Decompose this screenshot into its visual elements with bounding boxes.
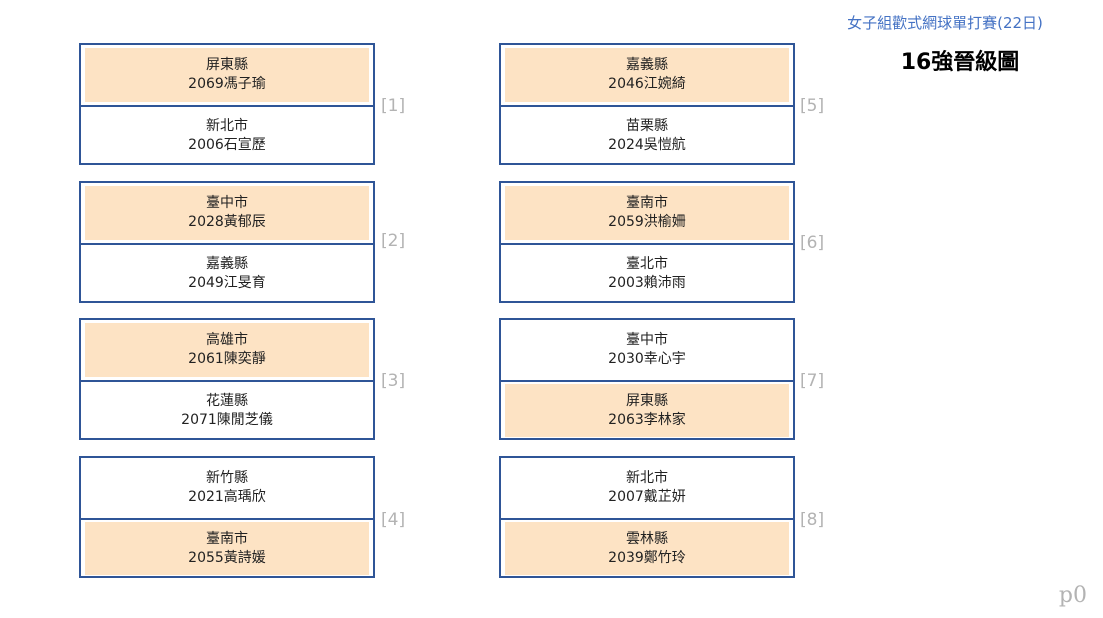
player-label: 2030幸心宇	[608, 351, 686, 367]
county-label: 高雄市	[206, 332, 248, 348]
match-8-top-slot: 新北市 2007戴芷妍	[501, 458, 793, 518]
player-label: 2049江旻育	[188, 274, 266, 291]
county-label: 新北市	[206, 117, 248, 134]
winner-highlight	[85, 48, 369, 102]
county-label: 嘉義縣	[206, 255, 248, 272]
match-5-bottom-slot: 苗栗縣 2024吳愷航	[501, 106, 793, 165]
match-divider	[81, 243, 373, 245]
county-label: 臺中市	[626, 332, 668, 348]
match-divider	[81, 105, 373, 107]
match-box-3: 高雄市 2061陳奕靜 花蓮縣 2071陳閒芝儀	[79, 318, 375, 440]
match-label-4: [4]	[381, 510, 406, 530]
event-subtitle: 女子組歡式網球單打賽(22日)	[847, 14, 1043, 32]
winner-highlight	[85, 186, 369, 240]
match-2-top-slot: 臺中市 2028黃郁辰	[81, 183, 373, 243]
match-box-4: 新竹縣 2021高瑀欣 臺南市 2055黃詩媛	[79, 456, 375, 578]
county-label: 屏東縣	[206, 57, 248, 73]
match-6-top-slot: 臺南市 2059洪榆姍	[501, 183, 793, 243]
winner-highlight	[85, 323, 369, 377]
match-3-top-slot: 高雄市 2061陳奕靜	[81, 320, 373, 380]
match-4-bottom-slot: 臺南市 2055黃詩媛	[81, 519, 373, 578]
player-label: 2046江婉綺	[608, 76, 686, 92]
winner-highlight	[505, 384, 789, 437]
player-label: 2007戴芷妍	[608, 489, 686, 505]
match-1-bottom-slot: 新北市 2006石宣歷	[81, 106, 373, 165]
match-label-8: [8]	[800, 510, 825, 530]
player-label: 2071陳閒芝儀	[181, 411, 273, 428]
match-label-6: [6]	[800, 233, 825, 253]
page-number: p0	[1058, 583, 1087, 608]
match-box-6: 臺南市 2059洪榆姍 臺北市 2003賴沛雨	[499, 181, 795, 303]
match-7-top-slot: 臺中市 2030幸心宇	[501, 320, 793, 380]
county-label: 新北市	[626, 470, 668, 486]
player-label: 2006石宣歷	[188, 136, 266, 153]
player-label: 2028黃郁辰	[188, 214, 266, 230]
match-divider	[81, 380, 373, 382]
match-8-bottom-slot: 雲林縣 2039鄭竹玲	[501, 519, 793, 578]
match-label-5: [5]	[800, 96, 825, 116]
match-box-5: 嘉義縣 2046江婉綺 苗栗縣 2024吳愷航	[499, 43, 795, 165]
winner-highlight	[85, 522, 369, 575]
match-box-2: 臺中市 2028黃郁辰 嘉義縣 2049江旻育	[79, 181, 375, 303]
match-divider	[501, 518, 793, 520]
county-label: 臺南市	[626, 195, 668, 211]
winner-highlight	[505, 48, 789, 102]
player-label: 2069馮子瑜	[188, 76, 266, 92]
match-6-bottom-slot: 臺北市 2003賴沛雨	[501, 244, 793, 303]
match-1-top-slot: 屏東縣 2069馮子瑜	[81, 45, 373, 105]
match-label-2: [2]	[381, 231, 406, 251]
county-label: 嘉義縣	[626, 57, 668, 73]
match-label-7: [7]	[800, 371, 825, 391]
player-label: 2061陳奕靜	[188, 351, 266, 367]
county-label: 苗栗縣	[626, 117, 668, 134]
player-label: 2055黃詩媛	[188, 549, 266, 566]
county-label: 屏東縣	[626, 392, 668, 409]
match-4-top-slot: 新竹縣 2021高瑀欣	[81, 458, 373, 518]
match-2-bottom-slot: 嘉義縣 2049江旻育	[81, 244, 373, 303]
match-divider	[501, 380, 793, 382]
player-label: 2059洪榆姍	[608, 214, 686, 230]
county-label: 雲林縣	[626, 530, 668, 547]
match-divider	[501, 243, 793, 245]
bracket-title: 16強晉級圖	[900, 50, 1020, 75]
match-label-1: [1]	[381, 96, 406, 116]
match-5-top-slot: 嘉義縣 2046江婉綺	[501, 45, 793, 105]
county-label: 臺南市	[206, 530, 248, 547]
match-label-3: [3]	[381, 371, 406, 391]
match-box-8: 新北市 2007戴芷妍 雲林縣 2039鄭竹玲	[499, 456, 795, 578]
match-3-bottom-slot: 花蓮縣 2071陳閒芝儀	[81, 381, 373, 440]
county-label: 臺中市	[206, 195, 248, 211]
county-label: 新竹縣	[206, 470, 248, 486]
player-label: 2024吳愷航	[608, 136, 686, 153]
match-divider	[81, 518, 373, 520]
match-box-1: 屏東縣 2069馮子瑜 新北市 2006石宣歷	[79, 43, 375, 165]
winner-highlight	[505, 522, 789, 575]
player-label: 2021高瑀欣	[188, 489, 266, 505]
player-label: 2063李林家	[608, 411, 686, 428]
match-7-bottom-slot: 屏東縣 2063李林家	[501, 381, 793, 440]
county-label: 臺北市	[626, 255, 668, 272]
match-divider	[501, 105, 793, 107]
player-label: 2003賴沛雨	[608, 274, 686, 291]
winner-highlight	[505, 186, 789, 240]
county-label: 花蓮縣	[206, 392, 248, 409]
match-box-7: 臺中市 2030幸心宇 屏東縣 2063李林家	[499, 318, 795, 440]
player-label: 2039鄭竹玲	[608, 549, 686, 566]
